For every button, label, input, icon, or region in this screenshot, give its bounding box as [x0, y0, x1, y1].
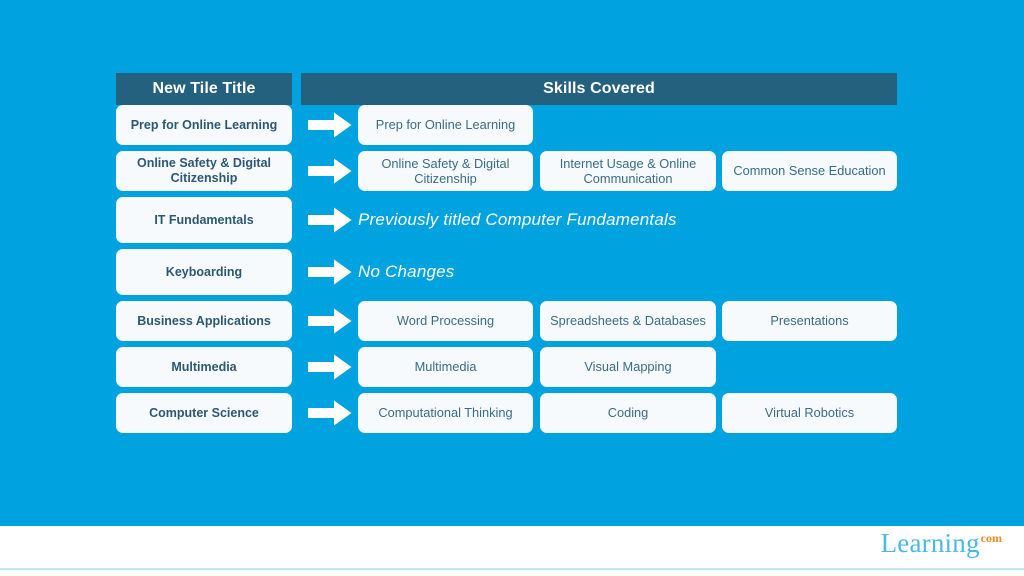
header-new-tile-title: New Tile Title: [116, 73, 292, 105]
skill-tiles: Prep for Online Learning: [358, 105, 897, 145]
right-arrow-icon: [308, 158, 352, 184]
tile-left[interactable]: Online Safety & Digital Citizenship: [116, 151, 292, 191]
right-arrow-icon: [308, 308, 352, 334]
skill-tile[interactable]: Online Safety & Digital Citizenship: [358, 151, 533, 191]
right-arrow-icon: [308, 207, 352, 233]
tile-left[interactable]: Prep for Online Learning: [116, 105, 292, 145]
skill-tile[interactable]: Virtual Robotics: [722, 393, 897, 433]
row-note: No Changes: [358, 262, 455, 281]
right-arrow-icon: [308, 112, 352, 138]
skill-tile[interactable]: Word Processing: [358, 301, 533, 341]
skill-tile[interactable]: Spreadsheets & Databases: [540, 301, 716, 341]
tile-left[interactable]: Computer Science: [116, 393, 292, 433]
table-header: New Tile Title Skills Covered: [116, 73, 897, 105]
tile-left[interactable]: Multimedia: [116, 347, 292, 387]
mapping-row: Prep for Online Learning Prep for Online …: [116, 105, 897, 145]
mapping-row: Keyboarding No Changes: [116, 249, 897, 295]
learning-com-logo: Learning com: [881, 530, 1002, 557]
right-arrow-icon: [308, 400, 352, 426]
skill-tile[interactable]: Prep for Online Learning: [358, 105, 533, 145]
mapping-row: IT Fundamentals Previously titled Compute…: [116, 197, 897, 243]
skill-tile[interactable]: Visual Mapping: [540, 347, 716, 387]
tile-left[interactable]: Business Applications: [116, 301, 292, 341]
mapping-rows: Prep for Online Learning Prep for Online …: [116, 105, 897, 439]
skill-tile[interactable]: Coding: [540, 393, 716, 433]
skill-tile[interactable]: Computational Thinking: [358, 393, 533, 433]
skill-tile[interactable]: Common Sense Education: [722, 151, 897, 191]
skill-tile[interactable]: Multimedia: [358, 347, 533, 387]
tile-left[interactable]: Keyboarding: [116, 249, 292, 295]
right-arrow-icon: [308, 259, 352, 285]
footer-band: Learning com: [0, 526, 1024, 576]
logo-wordmark: Learning: [880, 528, 980, 558]
footer-divider: [0, 568, 1024, 570]
skill-tile[interactable]: Internet Usage & Online Communication: [540, 151, 716, 191]
skill-tile[interactable]: Presentations: [722, 301, 897, 341]
header-skills-covered: Skills Covered: [301, 73, 897, 105]
logo-com-suffix: com: [980, 531, 1002, 545]
row-note: Previously titled Computer Fundamentals: [358, 210, 677, 229]
tile-left[interactable]: IT Fundamentals: [116, 197, 292, 243]
right-arrow-icon: [308, 354, 352, 380]
